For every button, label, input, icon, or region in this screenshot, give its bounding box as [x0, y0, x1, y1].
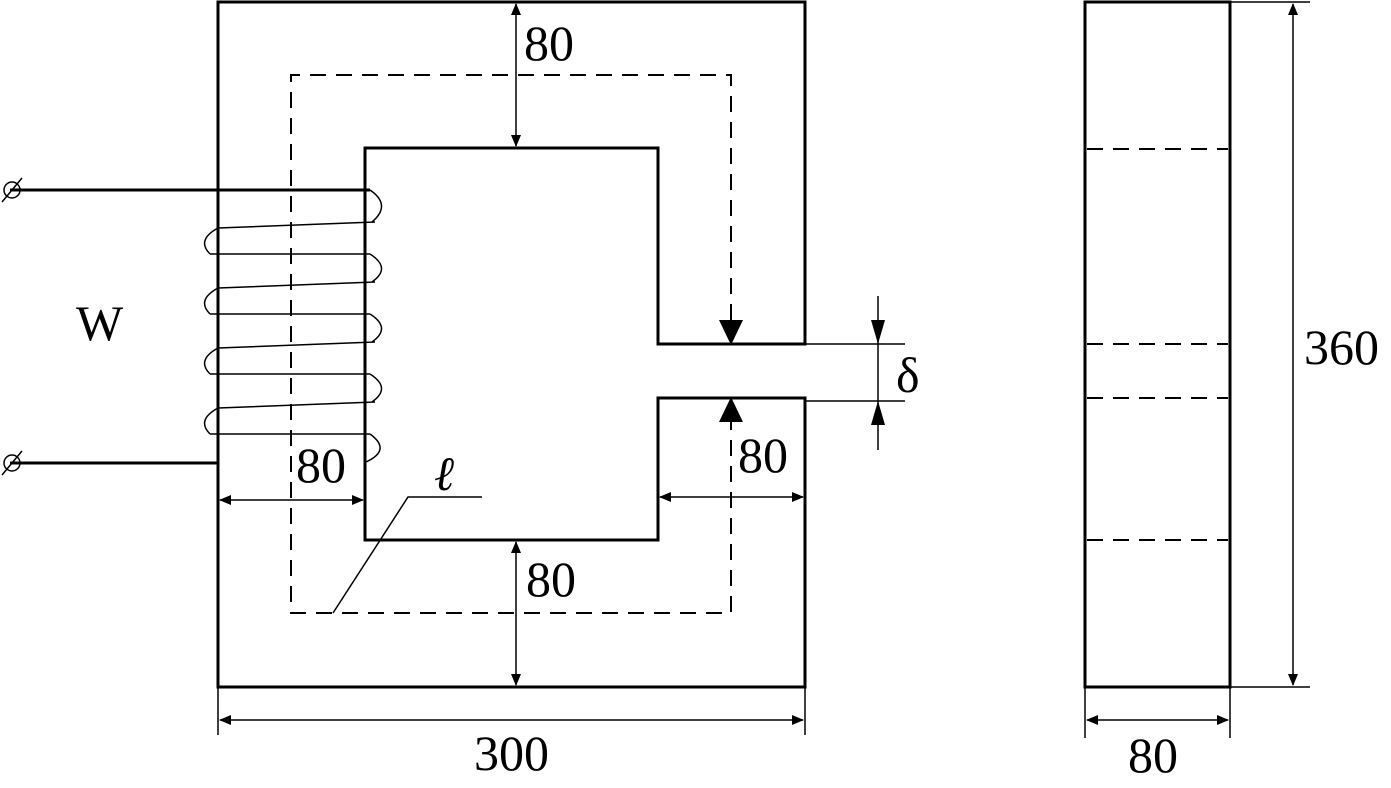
gap-arrow-top — [871, 320, 885, 344]
dim-label-top-yoke: 80 — [524, 15, 574, 71]
gap-label: δ — [896, 347, 920, 403]
dim-label-side-height: 360 — [1304, 319, 1379, 375]
dim-label-bottom-yoke: 80 — [526, 551, 576, 607]
terminal-top-slash — [1, 177, 23, 203]
winding-coil: W — [1, 177, 383, 476]
mean-path-label: ℓ — [434, 448, 454, 501]
dim-label-side-depth: 80 — [1128, 727, 1178, 783]
winding-label: W — [76, 295, 124, 351]
terminal-top-icon — [3, 181, 21, 199]
terminal-bottom-slash — [1, 450, 23, 476]
mean-magnetic-path — [290, 74, 732, 614]
front-dimensions: 80 80 80 80 300 δ ℓ — [217, 3, 920, 781]
dim-label-left-limb: 80 — [296, 437, 346, 493]
coil-turns — [203, 189, 383, 463]
mean-path-arrow-up — [719, 397, 743, 422]
mean-path-arrow-down — [719, 320, 743, 345]
dim-label-right-limb: 80 — [738, 427, 788, 483]
dim-label-total-width: 300 — [474, 725, 549, 781]
terminal-bottom-icon — [3, 454, 21, 472]
mean-path-leader — [332, 496, 482, 614]
core-side-view: 360 80 — [1083, 0, 1379, 783]
gap-arrow-bottom — [871, 401, 885, 425]
side-view-outline — [1083, 0, 1232, 689]
